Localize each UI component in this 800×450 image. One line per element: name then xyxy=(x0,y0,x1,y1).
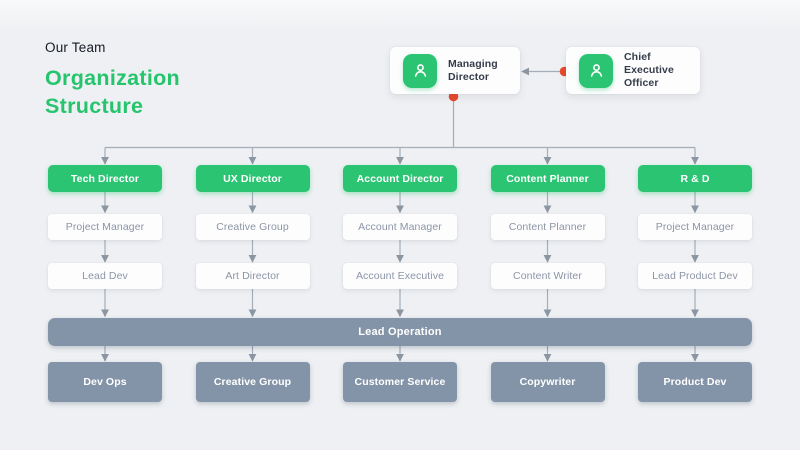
node-role-level2: Content Writer xyxy=(490,263,605,289)
org-column-ux-director: UX Director Creative Group Art Director … xyxy=(195,0,310,450)
node-department: Content Planner xyxy=(490,165,605,192)
org-column-rnd: R & D Project Manager Lead Product Dev P… xyxy=(638,0,752,450)
node-department: Account Director xyxy=(343,165,457,192)
node-role-level1: Project Manager xyxy=(48,214,162,240)
person-icon xyxy=(403,53,437,88)
org-column-tech-director: Tech Director Project Manager Lead Dev D… xyxy=(48,0,162,450)
node-team: Dev Ops xyxy=(48,362,162,402)
node-team: Creative Group xyxy=(195,362,310,402)
node-role-level2: Art Director xyxy=(195,263,310,289)
node-managing-director: Managing Director xyxy=(390,47,520,94)
node-department: Tech Director xyxy=(48,165,162,192)
node-department: UX Director xyxy=(195,165,310,192)
node-role-level1: Account Manager xyxy=(343,214,457,240)
eyebrow-text: Our Team xyxy=(45,40,106,55)
node-label: Chief Executive Officer xyxy=(624,51,674,89)
node-department: R & D xyxy=(638,165,752,192)
page-title: Organization Structure xyxy=(45,66,180,118)
node-team: Customer Service xyxy=(343,362,457,402)
node-team: Copywriter xyxy=(490,362,605,402)
node-team: Product Dev xyxy=(638,362,752,402)
node-role-level1: Project Manager xyxy=(638,214,752,240)
title-block: Our Team Organization Structure xyxy=(45,40,235,120)
person-icon xyxy=(579,53,613,88)
org-column-content-planner: Content Planner Content Planner Content … xyxy=(490,0,605,450)
org-column-account-director: Account Director Account Manager Account… xyxy=(343,0,457,450)
node-role-level2: Account Executive xyxy=(343,263,457,289)
node-role-level1: Content Planner xyxy=(490,214,605,240)
node-label: Managing Director xyxy=(448,57,498,83)
node-chief-executive-officer: Chief Executive Officer xyxy=(566,47,700,94)
node-lead-operation: Lead Operation xyxy=(48,318,752,346)
node-role-level2: Lead Product Dev xyxy=(638,263,752,289)
node-role-level1: Creative Group xyxy=(195,214,310,240)
node-role-level2: Lead Dev xyxy=(48,263,162,289)
